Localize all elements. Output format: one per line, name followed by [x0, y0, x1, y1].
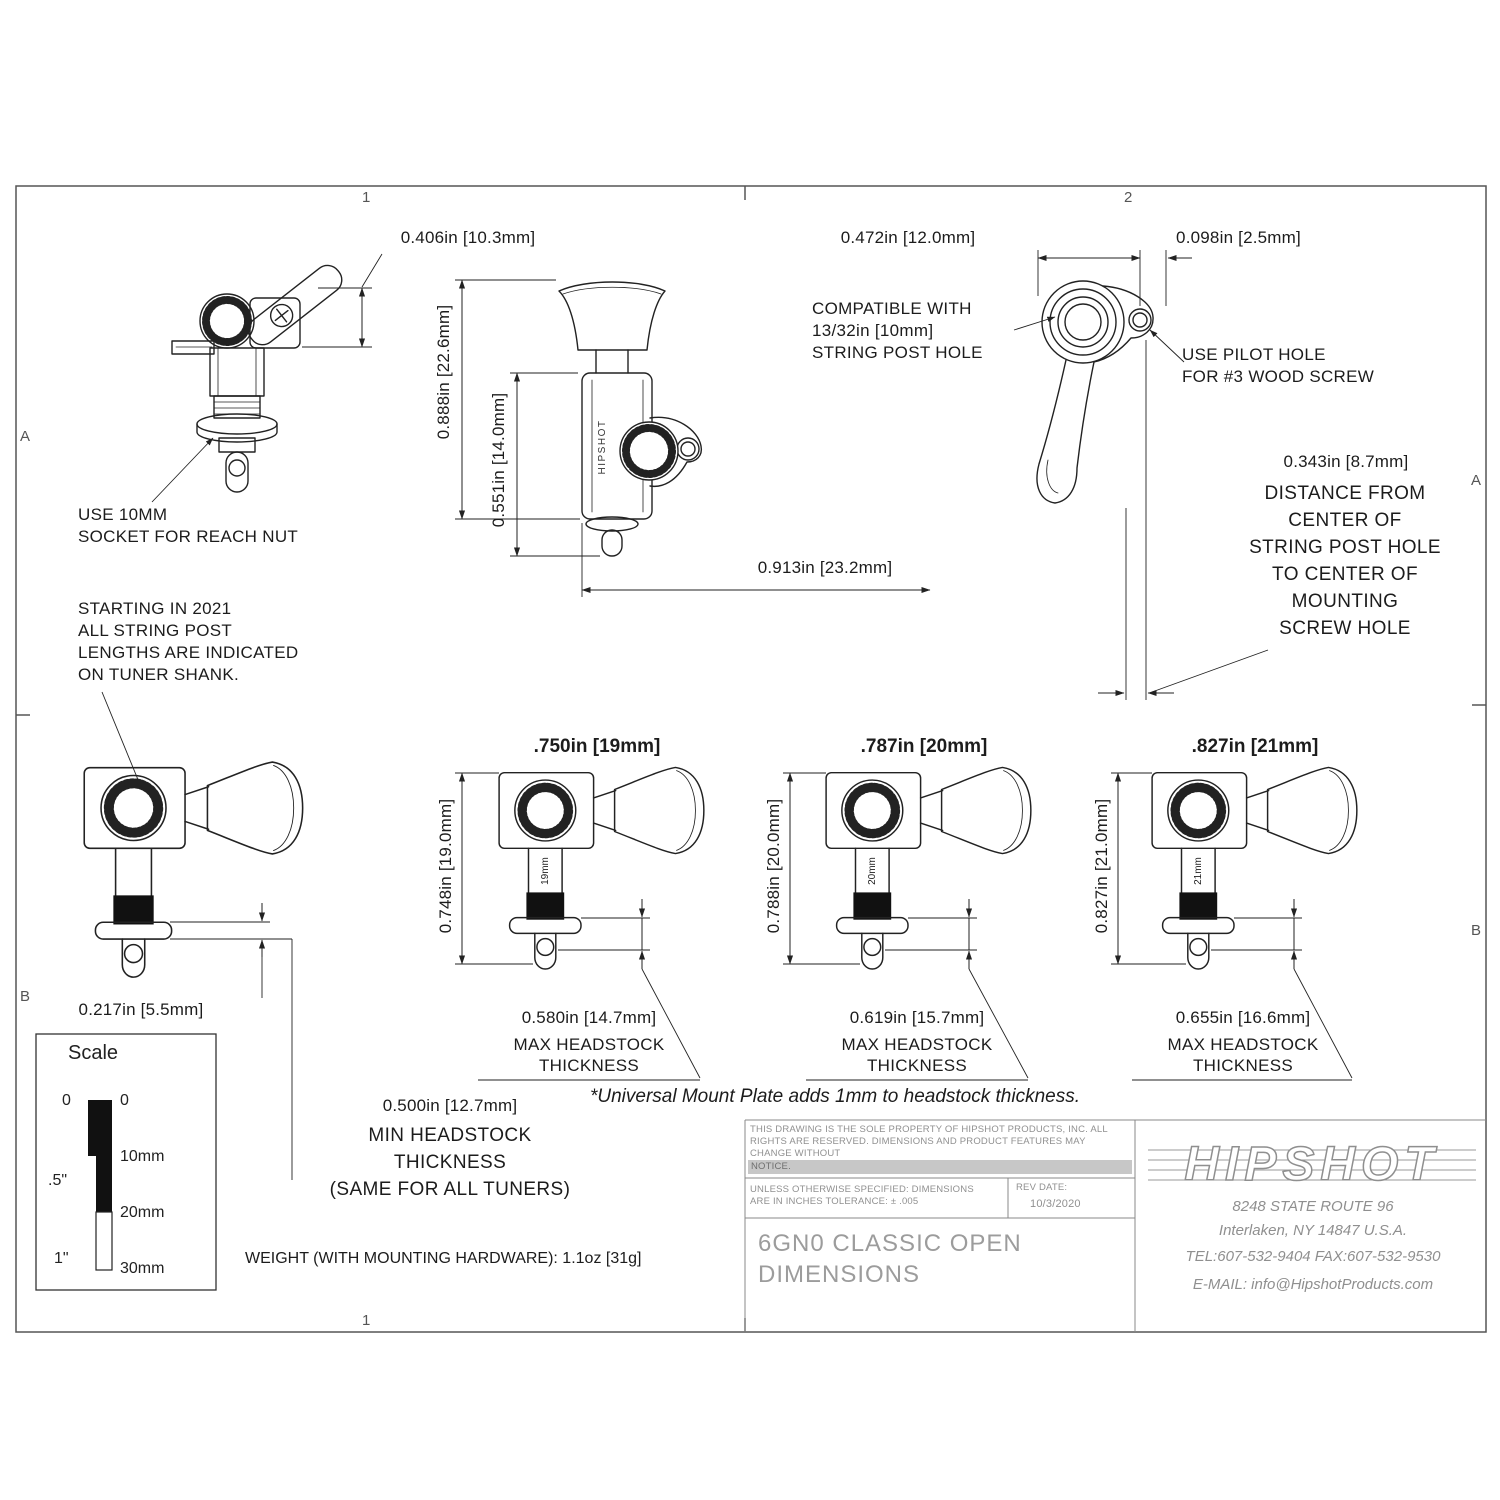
dim-side-width: 0.913in [23.2mm] [757, 558, 893, 577]
label-max-headstock-20mm: MAX HEADSTOCK THICKNESS [841, 1035, 993, 1075]
scale-bar-segment-3 [95, 1211, 113, 1271]
dim-height-upper: 0.888in [22.6mm] [434, 304, 453, 440]
zone-label-bottom-1: 1 [362, 1312, 371, 1329]
scale-bar-segment-1 [88, 1100, 112, 1156]
dim-thickness-20mm: 0.619in [15.7mm] [849, 1008, 985, 1027]
scale-label-one-inch: 1" [54, 1250, 69, 1267]
note-weight: WEIGHT (WITH MOUNTING HARDWARE): 1.1oz [… [245, 1250, 642, 1267]
note-pilot-hole: USE PILOT HOLE FOR #3 WOOD SCREW [1182, 345, 1375, 386]
scale-label-30mm: 30mm [120, 1260, 165, 1277]
dim-height-lower: 0.551in [14.0mm] [489, 392, 508, 528]
scale-title: Scale [68, 1042, 119, 1064]
back-view-tuner-drawing [1036, 280, 1154, 504]
heading-tuner-19mm: .750in [19mm] [533, 736, 661, 757]
heading-tuner-20mm: .787in [20mm] [860, 736, 988, 757]
label-max-headstock-21mm: MAX HEADSTOCK THICKNESS [1167, 1035, 1319, 1075]
dim-length-20mm: 0.788in [20.0mm] [764, 798, 783, 934]
scale-label-half-inch: .5" [48, 1172, 68, 1189]
scale-label-20mm: 20mm [120, 1204, 165, 1221]
note-universal-mount: *Universal Mount Plate adds 1mm to heads… [589, 1086, 1080, 1107]
note-hole-distance: DISTANCE FROM CENTER OF STRING POST HOLE… [1249, 483, 1441, 639]
side-view-brand-label: HIPSHOT [597, 420, 608, 475]
tuner-19mm-drawing [499, 767, 704, 969]
hipshot-logo: HIPSHOT [1148, 1137, 1476, 1192]
dim-washer-thickness: 0.217in [5.5mm] [78, 1000, 204, 1019]
dim-thickness-19mm: 0.580in [14.7mm] [521, 1008, 657, 1027]
zone-label-top-2: 2 [1124, 189, 1133, 206]
title-block-address-2: Interlaken, NY 14847 U.S.A. [1218, 1222, 1408, 1239]
drawing-title: 6GN0 CLASSIC OPEN DIMENSIONS [758, 1230, 1022, 1288]
dim-screw-offset: 0.098in [2.5mm] [1176, 228, 1301, 247]
tuner-key-drawing [247, 264, 343, 346]
dim-key-width: 0.406in [10.3mm] [400, 228, 536, 247]
tuner-21mm-drawing [1152, 767, 1357, 969]
scale-box [35, 1033, 217, 1291]
zone-label-right-a: A [1471, 472, 1482, 489]
title-block-tolerance: UNLESS OTHERWISE SPECIFIED: DIMENSIONS A… [750, 1184, 974, 1207]
zone-label-right-b: B [1471, 922, 1482, 939]
dim-thickness-21mm: 0.655in [16.6mm] [1175, 1008, 1311, 1027]
title-block-notice: NOTICE. [748, 1160, 1132, 1174]
dimension-lines [101, 250, 1353, 1180]
dim-plate-width: 0.472in [12.0mm] [840, 228, 976, 247]
scale-bar-segment-2 [96, 1156, 112, 1212]
dim-length-21mm: 0.827in [21.0mm] [1092, 798, 1111, 934]
note-post-hole: COMPATIBLE WITH 13/32in [10mm] STRING PO… [812, 299, 983, 362]
note-post-lengths: STARTING IN 2021 ALL STRING POST LENGTHS… [78, 599, 299, 684]
dim-hole-distance: 0.343in [8.7mm] [1283, 452, 1409, 471]
gear-knob-icon [199, 293, 255, 349]
title-block-disclaimer: THIS DRAWING IS THE SOLE PROPERTY OF HIP… [750, 1124, 1108, 1159]
dim-length-19mm: 0.748in [19.0mm] [436, 798, 455, 934]
hipshot-logo-text: HIPSHOT [1184, 1138, 1439, 1191]
scale-label-10mm: 10mm [120, 1148, 165, 1165]
side-view-tuner-drawing [558, 281, 703, 557]
title-block-rev-label: REV DATE: [1016, 1182, 1068, 1193]
zone-label-left-b: B [20, 988, 31, 1005]
tuner-20mm-drawing [826, 767, 1031, 969]
title-block-frame [744, 1119, 1486, 1332]
title-block-address-1: 8248 STATE ROUTE 96 [1232, 1198, 1394, 1215]
heading-tuner-21mm: .827in [21mm] [1191, 736, 1319, 757]
title-block-rev-value: 10/3/2020 [1030, 1198, 1081, 1210]
scale-label-in-zero: 0 [62, 1092, 71, 1109]
tuner-1-drawing [84, 762, 302, 977]
shank-label-20mm: 20mm [867, 857, 878, 885]
title-block-phone-fax: TEL:607-532-9404 FAX:607-532-9530 [1185, 1248, 1441, 1265]
note-socket: USE 10MM SOCKET FOR REACH NUT [78, 505, 299, 546]
shank-label-19mm: 19mm [540, 857, 551, 885]
scale-label-mm-zero: 0 [120, 1092, 129, 1109]
zone-label-left-a: A [20, 428, 31, 445]
shank-label-21mm: 21mm [1193, 857, 1204, 885]
front-view-tuner-drawing [171, 264, 343, 493]
title-block-email: E-MAIL: info@HipshotProducts.com [1192, 1276, 1434, 1293]
label-max-headstock-19mm: MAX HEADSTOCK THICKNESS [513, 1035, 665, 1075]
zone-label-top-1: 1 [362, 189, 371, 206]
pilot-hole-icon [1132, 312, 1148, 328]
dim-min-headstock: 0.500in [12.7mm] [382, 1096, 518, 1115]
label-min-headstock: MIN HEADSTOCK THICKNESS (SAME FOR ALL TU… [329, 1125, 571, 1200]
